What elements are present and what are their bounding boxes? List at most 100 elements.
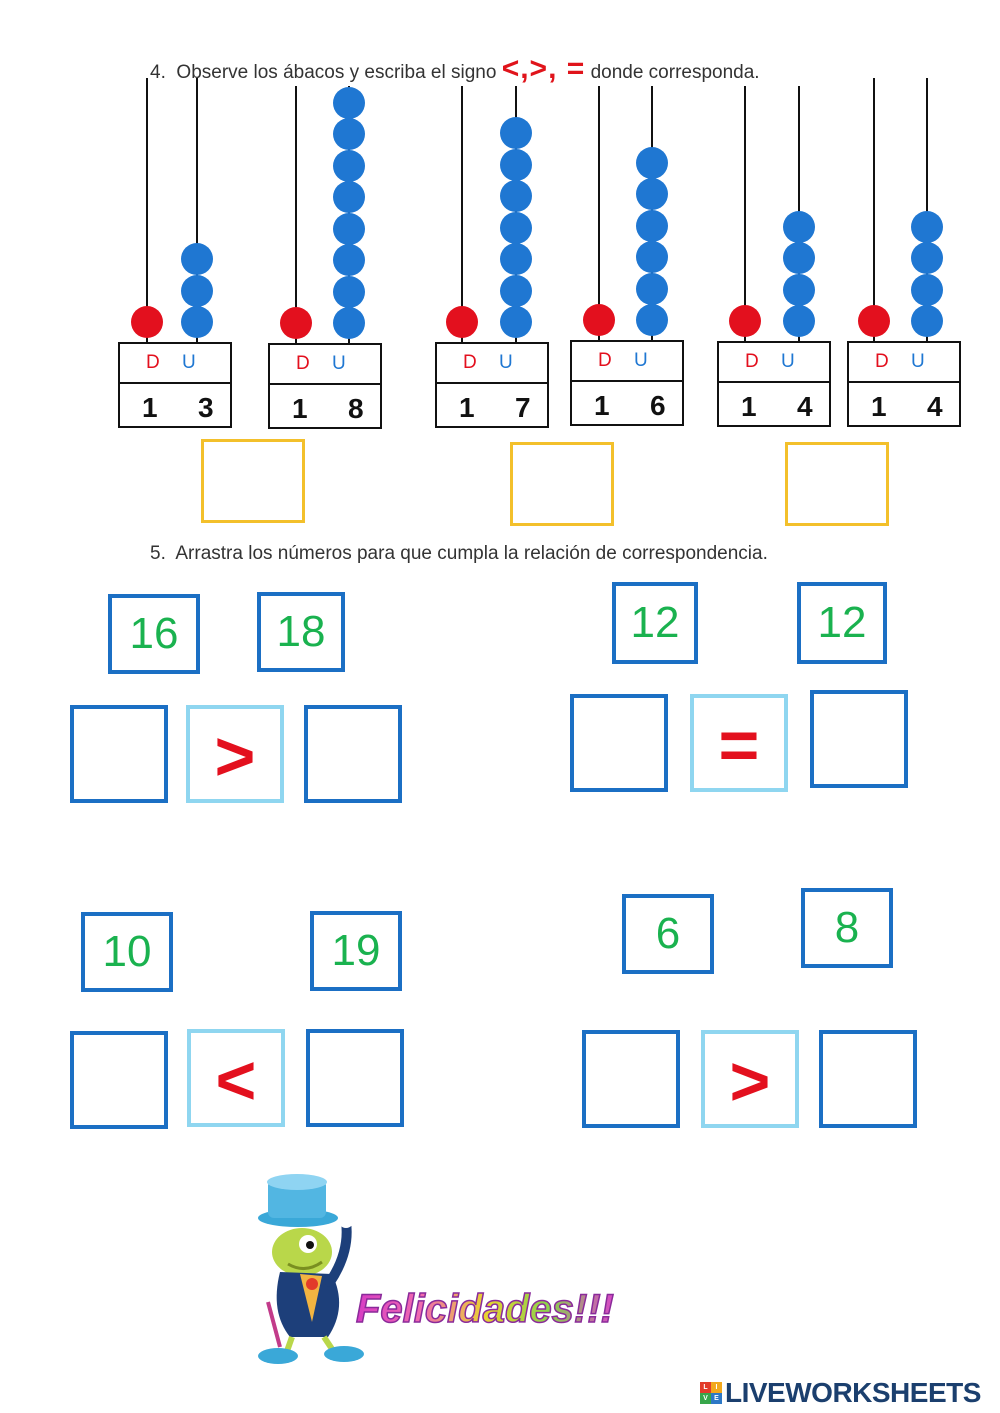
units-bead bbox=[783, 305, 815, 337]
tens-digit: 1 bbox=[741, 391, 757, 422]
tens-rod bbox=[461, 86, 463, 342]
units-rod bbox=[926, 78, 928, 341]
units-digit: 3 bbox=[198, 392, 214, 423]
tens-bead bbox=[446, 306, 478, 338]
units-label: U bbox=[499, 352, 513, 373]
units-label: U bbox=[634, 350, 648, 371]
place-value-box: D U 1 8 bbox=[268, 343, 382, 429]
place-value-box: D U 1 6 bbox=[570, 340, 684, 426]
units-bead bbox=[500, 117, 532, 149]
tens-bead bbox=[729, 305, 761, 337]
units-bead bbox=[783, 210, 815, 243]
units-bead bbox=[333, 307, 365, 339]
units-bead bbox=[636, 272, 668, 305]
number-tile[interactable]: 8 bbox=[801, 888, 893, 968]
answer-box-3[interactable] bbox=[785, 442, 889, 526]
units-bead bbox=[783, 273, 815, 306]
tens-bead bbox=[131, 306, 163, 338]
number-tile[interactable]: 12 bbox=[612, 582, 698, 664]
felicidades-text: Felicidades!!! bbox=[356, 1287, 614, 1331]
drop-slot-left[interactable] bbox=[70, 1031, 168, 1129]
sign-less: < bbox=[187, 1029, 285, 1127]
number-tile[interactable]: 19 bbox=[310, 911, 402, 991]
brand-name: LIVEWORKSHEETS bbox=[725, 1377, 981, 1408]
units-bead bbox=[636, 146, 668, 179]
units-bead bbox=[500, 306, 532, 338]
tens-label: D bbox=[745, 351, 759, 372]
place-value-box: D U 1 7 bbox=[435, 342, 549, 428]
drop-slot-right[interactable] bbox=[304, 705, 402, 803]
tens-rod bbox=[146, 78, 148, 342]
units-bead bbox=[181, 306, 213, 338]
sign-greater: > bbox=[186, 705, 284, 803]
tens-bead bbox=[858, 305, 890, 337]
units-label: U bbox=[182, 352, 196, 373]
cricket-character-icon bbox=[258, 1174, 364, 1364]
units-bead bbox=[911, 305, 943, 337]
units-rod bbox=[196, 78, 198, 342]
tens-rod bbox=[295, 86, 297, 343]
instruction-text-end: donde corresponda. bbox=[590, 62, 760, 83]
comparison-signs: <,>, = bbox=[501, 52, 586, 85]
instruction-text: Observe los ábacos y escriba el signo bbox=[176, 62, 497, 83]
number-tile[interactable]: 10 bbox=[81, 912, 173, 992]
tens-rod bbox=[873, 78, 875, 341]
question-number: 4. bbox=[150, 62, 166, 83]
drop-slot-right[interactable] bbox=[819, 1030, 917, 1128]
units-digit: 4 bbox=[927, 391, 943, 422]
tens-digit: 1 bbox=[142, 392, 158, 423]
tens-label: D bbox=[463, 352, 477, 373]
units-bead bbox=[636, 178, 668, 210]
answer-box-1[interactable] bbox=[201, 439, 305, 523]
units-label: U bbox=[781, 351, 795, 372]
number-tile[interactable]: 6 bbox=[622, 894, 714, 974]
units-bead bbox=[333, 181, 365, 213]
tens-rod bbox=[598, 86, 600, 340]
units-bead bbox=[500, 274, 532, 307]
drop-slot-left[interactable] bbox=[570, 694, 668, 792]
tens-digit: 1 bbox=[871, 391, 887, 422]
units-digit: 4 bbox=[797, 391, 813, 422]
units-digit: 8 bbox=[348, 393, 364, 424]
units-bead bbox=[500, 180, 532, 212]
units-bead bbox=[636, 209, 668, 242]
units-label: U bbox=[332, 353, 346, 374]
drop-slot-left[interactable] bbox=[582, 1030, 680, 1128]
units-bead bbox=[333, 275, 365, 308]
units-digit: 7 bbox=[515, 392, 531, 423]
instruction-text: Arrastra los números para que cumpla la … bbox=[175, 543, 768, 564]
units-bead bbox=[783, 242, 815, 274]
units-bead bbox=[911, 210, 943, 243]
tens-label: D bbox=[875, 351, 889, 372]
sign-equal: = bbox=[690, 694, 788, 792]
number-tile[interactable]: 16 bbox=[108, 594, 200, 674]
tens-digit: 1 bbox=[459, 392, 475, 423]
tens-bead bbox=[583, 304, 615, 336]
units-bead bbox=[181, 243, 213, 275]
number-tile[interactable]: 12 bbox=[797, 582, 887, 664]
units-bead bbox=[500, 211, 532, 244]
tens-label: D bbox=[598, 350, 612, 371]
place-value-header bbox=[270, 345, 380, 385]
units-bead bbox=[333, 244, 365, 276]
tens-label: D bbox=[296, 353, 310, 374]
units-bead bbox=[333, 118, 365, 150]
units-bead bbox=[636, 241, 668, 273]
congratulations-illustration: Felicidades!!! bbox=[258, 1174, 615, 1364]
question-4-instruction: 4. Observe los ábacos y escriba el signo… bbox=[150, 52, 760, 86]
tens-rod bbox=[744, 86, 746, 341]
number-tile[interactable]: 18 bbox=[257, 592, 345, 672]
drop-slot-right[interactable] bbox=[306, 1029, 404, 1127]
units-digit: 6 bbox=[650, 390, 666, 421]
units-bead bbox=[911, 273, 943, 306]
tens-label: D bbox=[146, 352, 160, 373]
answer-box-2[interactable] bbox=[510, 442, 614, 526]
tens-digit: 1 bbox=[292, 393, 308, 424]
units-bead bbox=[636, 304, 668, 336]
drop-slot-left[interactable] bbox=[70, 705, 168, 803]
drop-slot-right[interactable] bbox=[810, 690, 908, 788]
tens-digit: 1 bbox=[594, 390, 610, 421]
units-bead bbox=[181, 274, 213, 307]
place-value-header bbox=[719, 343, 829, 383]
liveworksheets-logo: L I V E LIVEWORKSHEETS bbox=[700, 1376, 981, 1410]
